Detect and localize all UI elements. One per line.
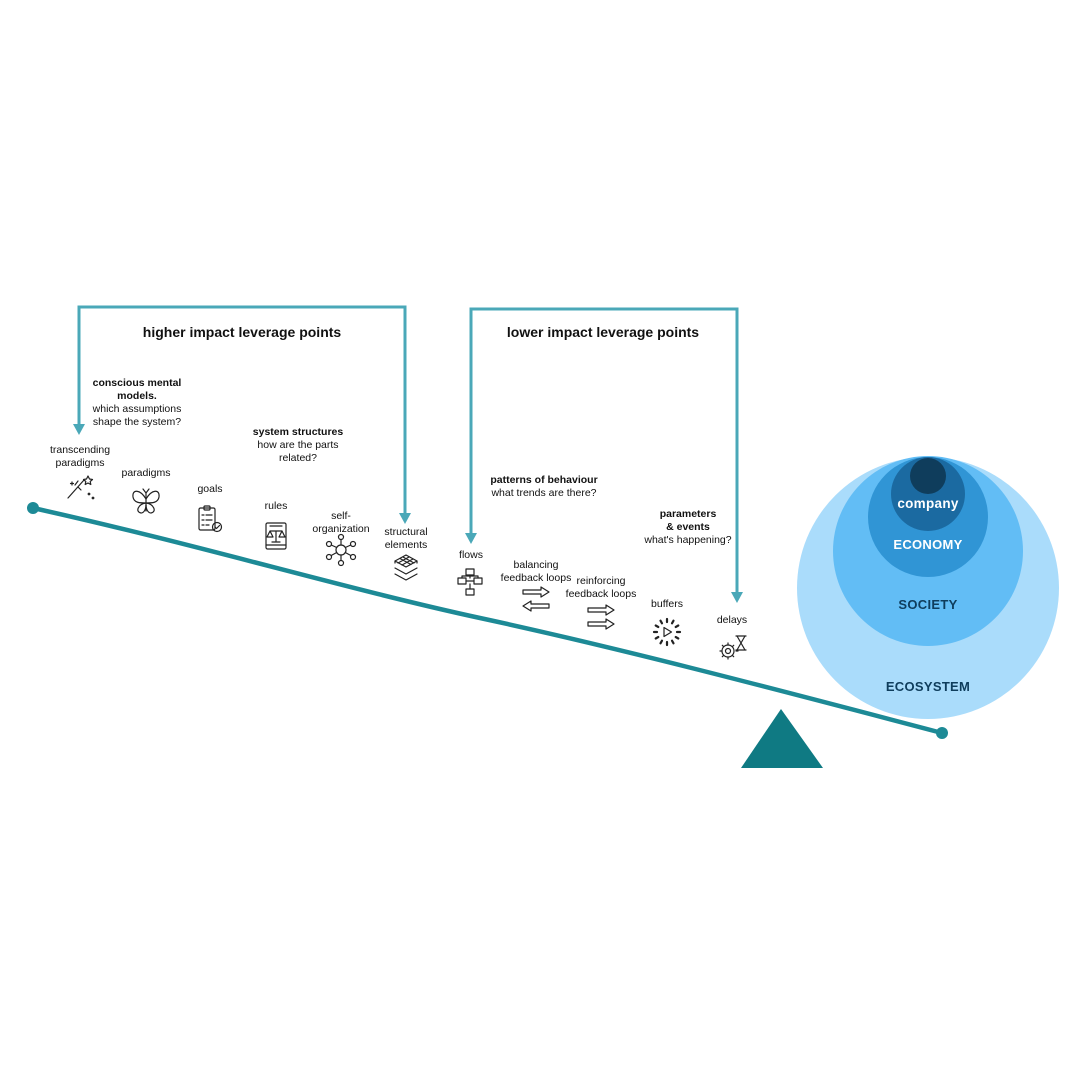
point-label-structural-elements: structural elements	[384, 526, 428, 551]
lower-impact-header: lower impact leverage points	[506, 324, 700, 340]
law-book-icon	[265, 522, 287, 550]
loading-play-icon	[652, 617, 682, 647]
economy-label: ECONOMY	[893, 537, 963, 552]
point-label-self-organization: self- organization	[312, 510, 370, 535]
mental-models-text: which assumptions shape the system?	[92, 403, 182, 428]
point-label-goals: goals	[197, 483, 223, 495]
patterns-question: patterns of behaviour what trends are th…	[490, 474, 597, 500]
point-label-buffers: buffers	[651, 598, 683, 610]
patterns-title: patterns of behaviour	[490, 474, 598, 486]
ecosystem-label: ECOSYSTEM	[885, 679, 971, 694]
point-label-reinforcing-feedback-loops: reinforcing feedback loops	[565, 575, 637, 600]
system-structures-question: system structures how are the parts rela…	[253, 426, 343, 465]
point-label-balancing-feedback-loops: balancing feedback loops	[500, 559, 572, 584]
opposing-arrows-icon	[522, 586, 550, 612]
higher-impact-bracket	[73, 305, 411, 524]
system-structures-title: system structures	[252, 426, 344, 438]
lever-beam	[27, 502, 948, 739]
mental-models-title: conscious mental models.	[92, 377, 182, 402]
systems-circles	[797, 456, 1059, 719]
point-label-transcending-paradigms: transcending paradigms	[49, 444, 111, 469]
parameters-text: what's happening?	[644, 534, 732, 546]
magic-wand-icon	[67, 475, 95, 500]
network-icon	[325, 533, 357, 567]
point-label-paradigms: paradigms	[121, 467, 171, 479]
point-label-rules: rules	[264, 500, 288, 512]
company-core-circle	[910, 458, 946, 494]
fulcrum-triangle	[741, 709, 823, 768]
parameters-question: parameters & events what's happening?	[644, 508, 731, 547]
gear-hourglass-icon	[719, 635, 747, 660]
higher-impact-header: higher impact leverage points	[142, 324, 342, 340]
point-label-delays: delays	[716, 614, 748, 626]
parameters-title: parameters & events	[659, 508, 717, 533]
flowchart-icon	[457, 568, 483, 596]
butterfly-icon	[132, 488, 160, 514]
company-label: company	[897, 496, 959, 511]
society-label: SOCIETY	[898, 597, 958, 612]
system-structures-text: how are the parts related?	[257, 439, 339, 464]
lower-impact-bracket	[465, 307, 743, 603]
mental-models-question: conscious mental models. which assumptio…	[93, 377, 182, 429]
patterns-text: what trends are there?	[491, 487, 597, 499]
point-label-flows: flows	[459, 549, 483, 561]
clipboard-check-icon	[198, 505, 223, 533]
layers-icon	[394, 554, 418, 581]
same-direction-arrows-icon	[587, 604, 615, 630]
